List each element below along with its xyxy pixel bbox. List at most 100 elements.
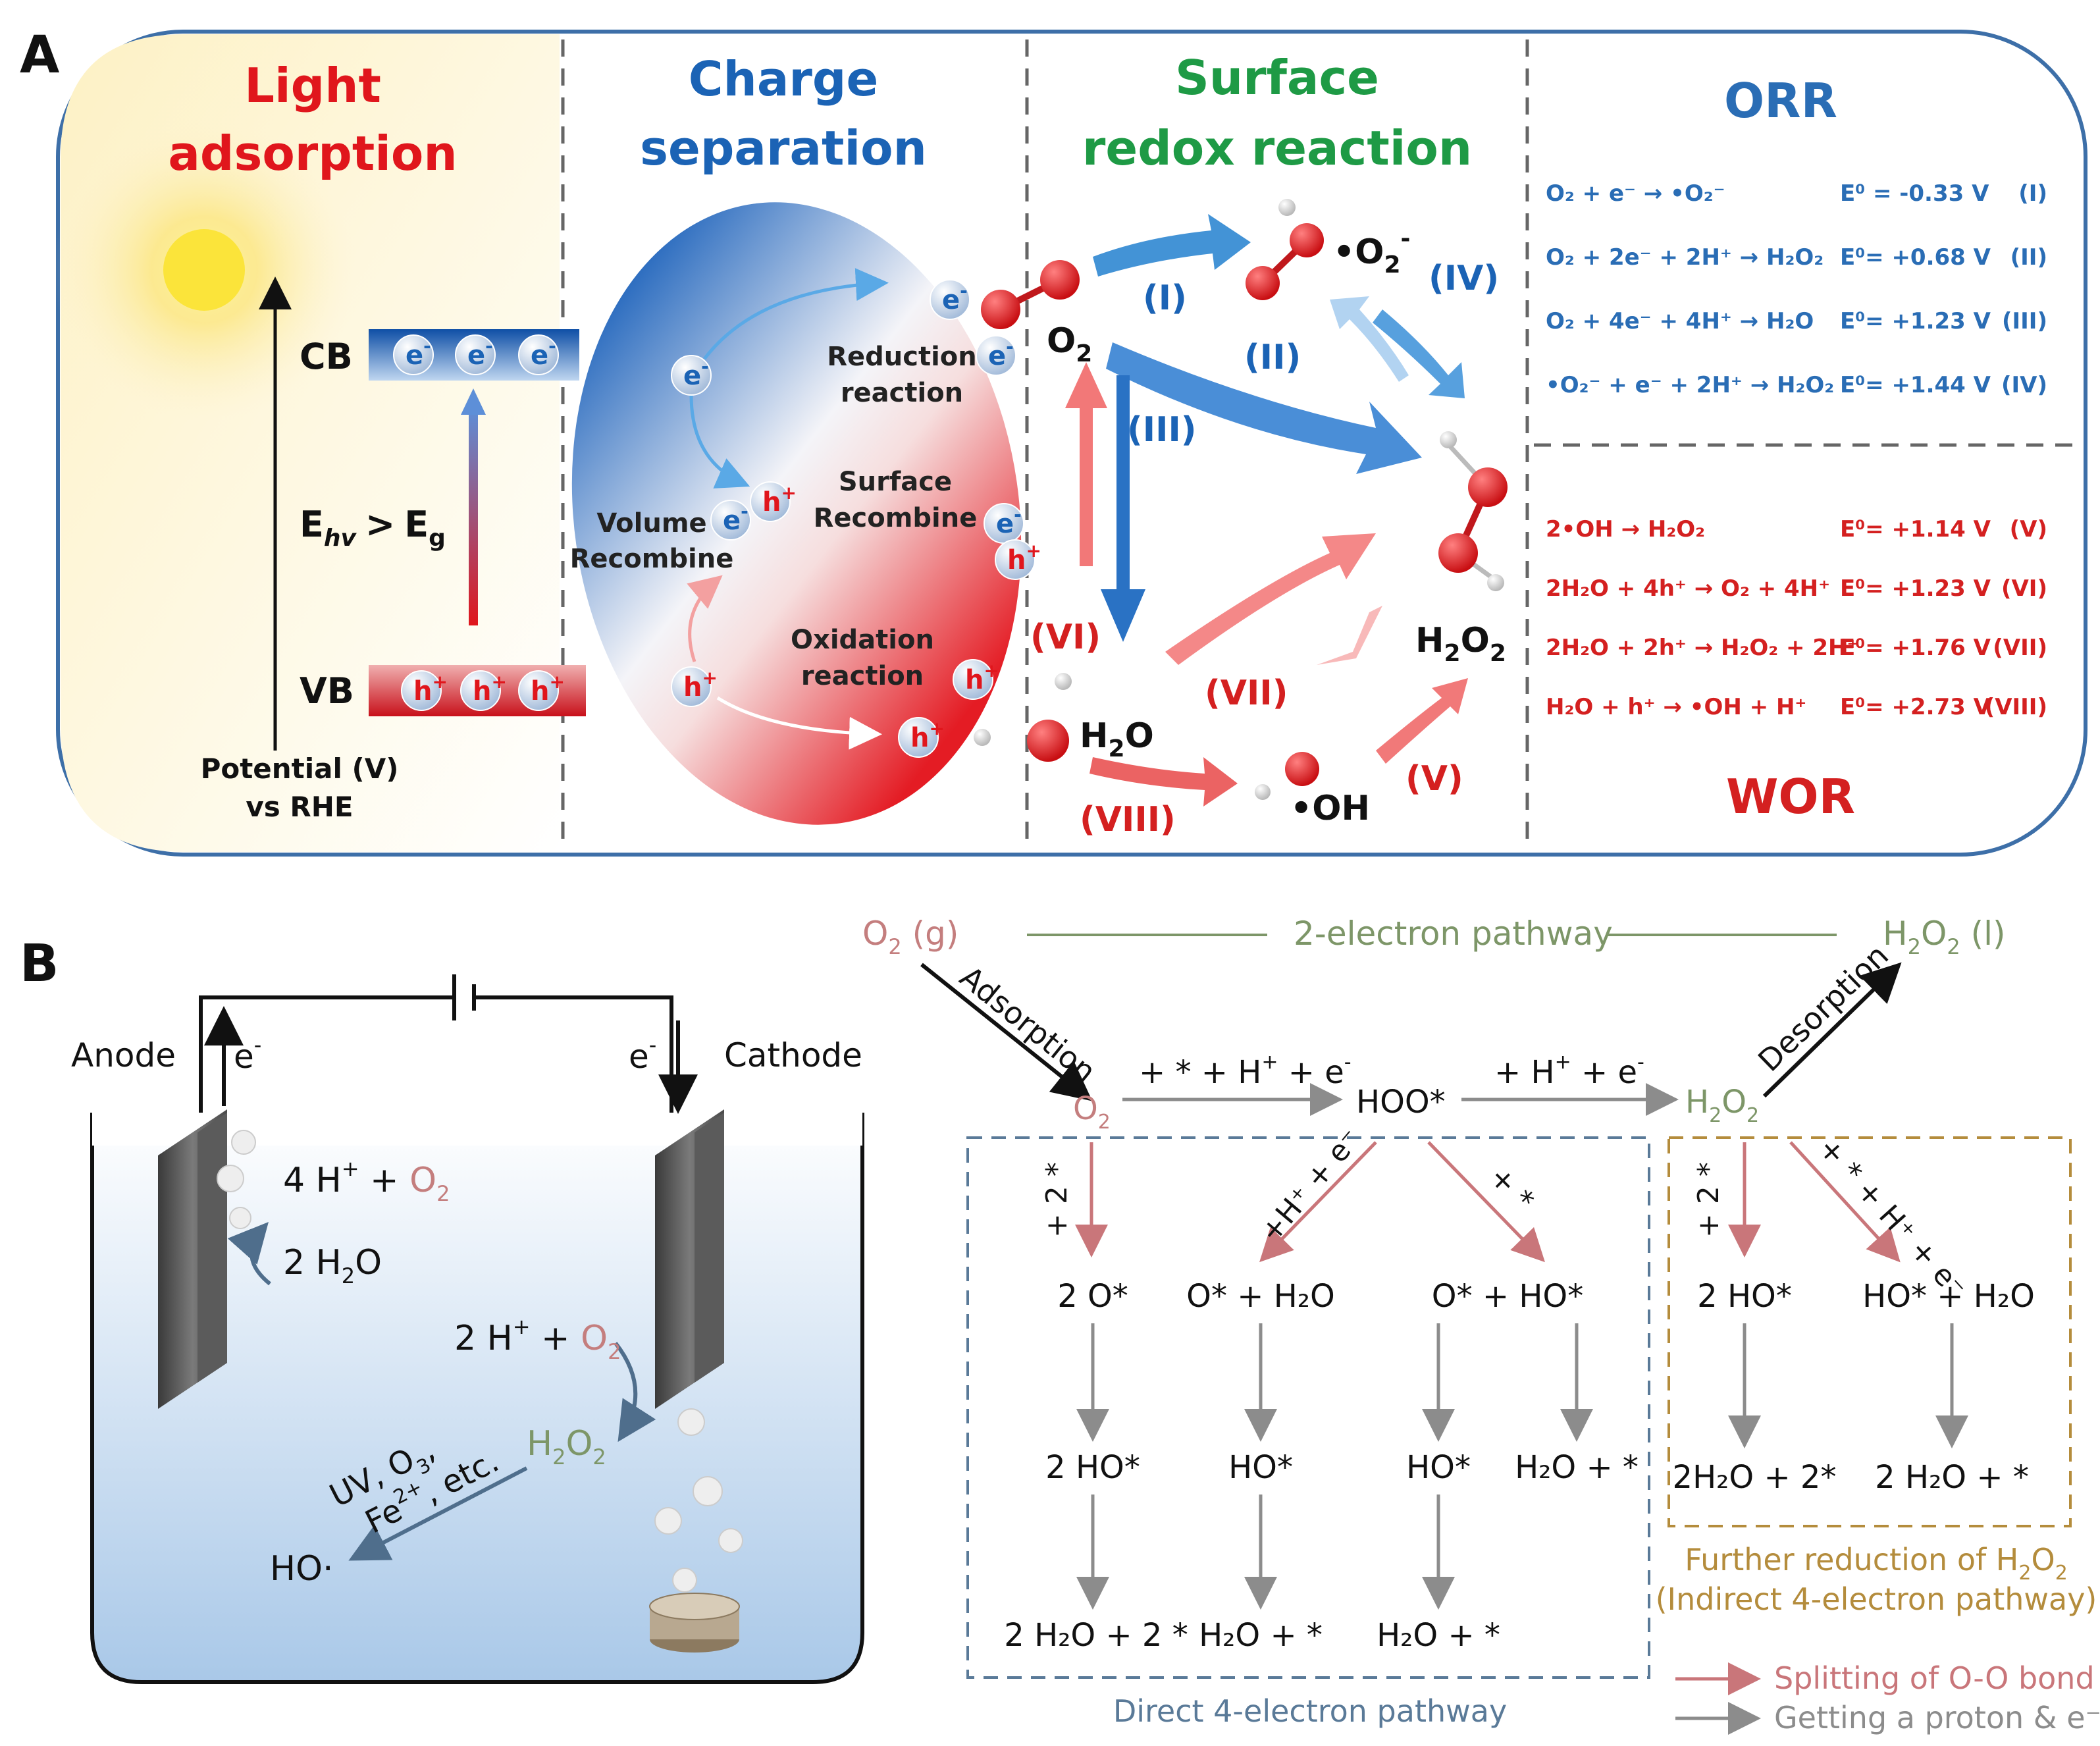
wor-eq-3-e0: E⁰= +2.73 V [1840, 694, 1991, 720]
energy-label: Ehv>Eg [300, 504, 446, 552]
wor-eq-0-lhs: 2•OH → H₂O₂ [1546, 516, 1705, 542]
header-light-2: adsorption [168, 126, 457, 181]
arrow-II [1106, 342, 1422, 474]
panel-a-label: A [20, 26, 59, 85]
bubble-7 [718, 1528, 743, 1553]
hole-label-13: h+ [683, 667, 718, 702]
cathode-electrode-side [695, 1113, 724, 1383]
branch-h2o2-he [1789, 1141, 1901, 1263]
electron-label-1: e- [467, 335, 493, 371]
path-label-V: (V) [1405, 759, 1463, 799]
wor-eq-0-num: (V) [2010, 516, 2047, 542]
excitation-arrowhead [461, 388, 486, 415]
h2o2-liquid: H2O2 (l) [1883, 914, 2006, 959]
panel-a-frame [56, 30, 2087, 857]
node-r2-1: HO* [1228, 1449, 1293, 1486]
orr-eq-0-num: (I) [2018, 180, 2047, 207]
header-orr: ORR [1724, 73, 1837, 128]
h2o2-o2 [1438, 533, 1478, 573]
bubble-6 [654, 1507, 682, 1535]
volume-recombine-1: Volume [596, 508, 706, 539]
h2o2-o1 [1468, 467, 1508, 507]
direct-pathway-caption: Direct 4-electron pathway [1113, 1693, 1507, 1729]
species-o2: O2 [1047, 321, 1092, 367]
bubble-2 [217, 1165, 244, 1192]
node-r1-2: O* + HO* [1432, 1278, 1583, 1315]
surface-recombine-1: Surface [839, 467, 952, 497]
h2o-h1 [1055, 673, 1072, 690]
node-r1-1: O* + H₂O [1186, 1278, 1335, 1315]
electron-0 [393, 334, 434, 375]
electron-6 [930, 279, 970, 320]
wire-left [199, 995, 454, 1113]
species-oh: •OH [1290, 789, 1370, 828]
h2o2-adsorbed: H2O2 [1685, 1084, 1759, 1127]
h2o2-h1 [1440, 431, 1457, 448]
hole-5 [518, 670, 559, 711]
header-light-1: Light [244, 58, 381, 113]
panel-b-label: B [20, 934, 59, 993]
orr-eq-2-num: (III) [2002, 308, 2047, 334]
reduction-label-2: reaction [841, 378, 963, 408]
bubble-4 [677, 1408, 705, 1436]
direct-pathway-box [966, 1136, 1650, 1679]
arrow-VII-back [1317, 606, 1382, 665]
hole-label-5: h+ [531, 671, 565, 706]
bubble-3 [229, 1207, 251, 1229]
electron-1 [455, 334, 496, 375]
electron-label-6: e- [942, 280, 968, 315]
hole-14 [953, 659, 993, 700]
header-charge-2: separation [640, 120, 927, 176]
branch-hoo-star [1427, 1141, 1545, 1263]
orr-eq-1-e0: E⁰= +0.68 V [1840, 244, 1991, 271]
path-label-II: (II) [1244, 338, 1301, 377]
hole-4 [460, 670, 501, 711]
activation-arrow [348, 1466, 528, 1561]
electron-path-2 [689, 394, 750, 489]
anode-product: 4 H+ + O2 [283, 1156, 450, 1206]
header-surface-2: redox reaction [1082, 120, 1472, 176]
wor-eq-0-e0: E⁰= +1.14 V [1840, 516, 1991, 542]
hole-3 [401, 670, 442, 711]
reduction-label-1: Reduction [827, 342, 977, 372]
electron-7 [671, 355, 712, 396]
two-electron-label: 2-electron pathway [1294, 914, 1613, 953]
node-r1-4: HO* + H₂O [1862, 1278, 2035, 1315]
node-r2-4: 2H₂O + 2* [1673, 1459, 1837, 1496]
step2-label: + H+ + e- [1494, 1051, 1644, 1091]
arrow-VI [1065, 362, 1107, 566]
electron-label-11: e- [996, 504, 1022, 539]
electron-label-0: e- [406, 335, 431, 371]
molecules [974, 199, 1508, 800]
oh-o [1285, 752, 1319, 786]
sun-icon [163, 229, 245, 311]
bubble-1 [231, 1130, 256, 1155]
wor-eq-1-num: (VI) [2001, 575, 2047, 602]
orr-eq-1-num: (II) [2010, 244, 2047, 271]
arrow-VII [1165, 533, 1376, 665]
node-r2-5: 2 H₂O + * [1875, 1459, 2029, 1496]
oxidation-label-2: reaction [801, 661, 924, 691]
anode-label: Anode [71, 1036, 176, 1074]
anode-electrode-side [197, 1113, 227, 1383]
indirect-pathway-box [1667, 1136, 2072, 1527]
desorption-arrow [1762, 962, 1902, 1098]
wor-eq-3-num: (VIII) [1985, 694, 2047, 720]
branch-hoo-he [1259, 1141, 1377, 1263]
node-r3-1: H₂O + * [1199, 1617, 1323, 1654]
o2-atom-2 [1040, 260, 1080, 300]
orr-eq-3-e0: E⁰= +1.44 V [1840, 372, 1991, 398]
panel-a: A Light adsorption Charge separation Sur… [20, 26, 2087, 857]
orr-equations: O₂ + e⁻ → •O₂⁻E⁰ = -0.33 V(I)O₂ + 2e⁻ + … [1546, 180, 2047, 398]
wor-eq-2-num: (VII) [1993, 635, 2047, 661]
aerator-top [649, 1593, 740, 1620]
desorption-label: Desorption [1751, 938, 1895, 1078]
hydroxyl-radical: HO· [270, 1549, 334, 1589]
node-r3-0: 2 H₂O + 2 * [1004, 1617, 1188, 1654]
superoxide-atom-1 [1246, 266, 1280, 300]
hole-label-12: h+ [1007, 540, 1041, 575]
path-label-I: (I) [1143, 278, 1187, 318]
electron-path-1 [703, 268, 889, 360]
